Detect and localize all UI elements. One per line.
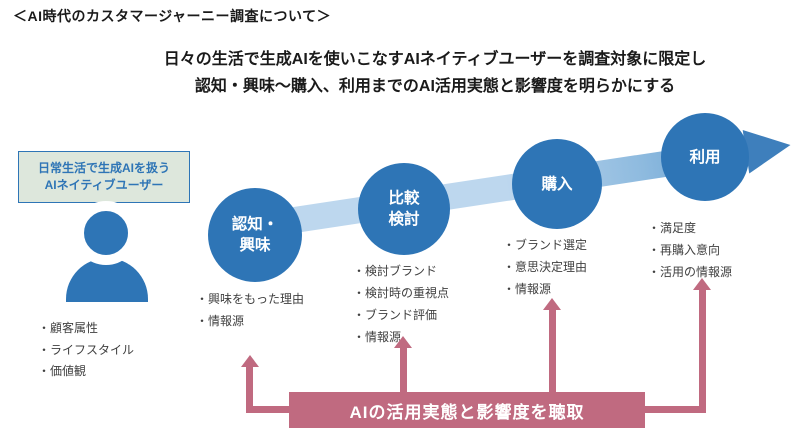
list-item: 情報源	[503, 278, 587, 300]
stage-label-line: 利用	[689, 148, 721, 166]
stage-label-line: 購入	[541, 175, 573, 193]
list-item: 興味をもった理由	[196, 288, 304, 310]
list-item: 再購入意向	[648, 239, 732, 261]
list-item: 情報源	[353, 326, 449, 348]
up-arrow-icon	[693, 278, 711, 290]
banner-connector-left-horizontal	[246, 406, 289, 413]
banner-connector-right-vertical	[699, 290, 706, 413]
persona-label-line-1: 日常生活で生成AIを扱う	[37, 161, 170, 175]
stage-item-list-awareness: 興味をもった理由 情報源	[196, 288, 304, 332]
stage-circle-awareness-interest: 認知・ 興味	[208, 188, 302, 282]
stage-label-line: 検討	[388, 211, 420, 228]
subtitle-line-1: 日々の生活で生成AIを使いこなすAIネイティブユーザーを調査対象に限定し	[163, 51, 707, 68]
persona-label-box: 日常生活で生成AIを扱う AIネイティブユーザー	[18, 151, 190, 203]
stage-label-line: 比較	[388, 190, 420, 207]
list-item: 情報源	[196, 310, 304, 332]
list-item: 検討時の重視点	[353, 282, 449, 304]
stage-circle-comparison: 比較 検討	[358, 163, 450, 255]
stage-circle-usage: 利用	[661, 113, 749, 201]
list-item: 活用の情報源	[648, 261, 732, 283]
stage-item-list-comparison: 検討ブランド 検討時の重視点 ブランド評価 情報源	[353, 260, 449, 348]
stage-label-line: 興味	[239, 237, 271, 254]
survey-banner: AIの活用実態と影響度を聴取	[289, 392, 645, 428]
list-item: 顧客属性	[38, 318, 134, 340]
up-arrow-icon	[543, 298, 561, 310]
list-item: 価値観	[38, 361, 134, 383]
stage-label-line: 認知・	[231, 216, 279, 233]
stage-circle-purchase: 購入	[512, 139, 602, 229]
banner-connector-mid2-vertical	[549, 310, 556, 392]
list-item: ライフスタイル	[38, 340, 134, 362]
stage-item-list-purchase: ブランド選定 意思決定理由 情報源	[503, 234, 587, 300]
up-arrow-icon	[241, 355, 259, 367]
list-item: 満足度	[648, 217, 732, 239]
subtitle: 日々の生活で生成AIを使いこなすAIネイティブユーザーを調査対象に限定し 認知・…	[70, 46, 800, 100]
list-item: ブランド選定	[503, 234, 587, 256]
stage-item-list-usage: 満足度 再購入意向 活用の情報源	[648, 217, 732, 283]
persona-attribute-list: 顧客属性 ライフスタイル 価値観	[38, 318, 134, 383]
list-item: ブランド評価	[353, 304, 449, 326]
up-arrow-icon	[394, 336, 412, 348]
banner-connector-left-vertical	[246, 367, 253, 413]
banner-connector-mid1-vertical	[400, 348, 407, 392]
persona-label-line-2: AIネイティブユーザー	[44, 178, 164, 192]
subtitle-line-2: 認知・興味〜購入、利用までのAI活用実態と影響度を明らかにする	[194, 78, 676, 95]
banner-connector-right-horizontal	[645, 406, 706, 413]
person-icon	[74, 201, 138, 265]
list-item: 意思決定理由	[503, 256, 587, 278]
journey-arrowhead-icon	[742, 123, 794, 174]
page-title: ＜AI時代のカスタマージャーニー調査について＞	[13, 8, 332, 24]
list-item: 検討ブランド	[353, 260, 449, 282]
